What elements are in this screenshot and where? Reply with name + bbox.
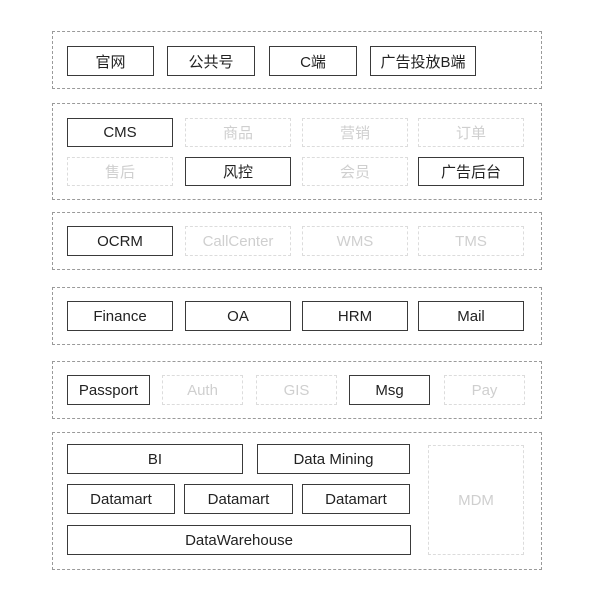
module-box: Datamart (184, 484, 293, 514)
module-box: 官网 (67, 46, 154, 76)
module-box: CMS (67, 118, 173, 147)
module-box: 公共号 (167, 46, 255, 76)
module-box: Pay (444, 375, 525, 405)
office-layer (52, 287, 542, 345)
module-box: 售后 (67, 157, 173, 186)
module-box: Auth (162, 375, 243, 405)
data-layer (52, 432, 542, 570)
module-box: 风控 (185, 157, 291, 186)
module-box: 营销 (302, 118, 408, 147)
business-layer (52, 103, 542, 200)
module-box: 会员 (302, 157, 408, 186)
module-box: 广告后台 (418, 157, 524, 186)
module-box: Msg (349, 375, 430, 405)
module-box: 广告投放B端 (370, 46, 476, 76)
module-box: TMS (418, 226, 524, 256)
module-box: HRM (302, 301, 408, 331)
module-box: DataWarehouse (67, 525, 411, 555)
module-box: OA (185, 301, 291, 331)
module-box: Finance (67, 301, 173, 331)
module-box: Mail (418, 301, 524, 331)
module-box: 订单 (418, 118, 524, 147)
channel-layer (52, 31, 542, 89)
module-box: Datamart (67, 484, 175, 514)
module-box: C端 (269, 46, 357, 76)
module-box: Passport (67, 375, 150, 405)
platform-service-layer (52, 361, 542, 419)
module-box: OCRM (67, 226, 173, 256)
module-box: CallCenter (185, 226, 291, 256)
module-box: MDM (428, 445, 524, 555)
module-box: WMS (302, 226, 408, 256)
module-box: 商品 (185, 118, 291, 147)
module-box: Data Mining (257, 444, 410, 474)
module-box: BI (67, 444, 243, 474)
module-box: GIS (256, 375, 337, 405)
module-box: Datamart (302, 484, 410, 514)
operations-layer (52, 212, 542, 270)
